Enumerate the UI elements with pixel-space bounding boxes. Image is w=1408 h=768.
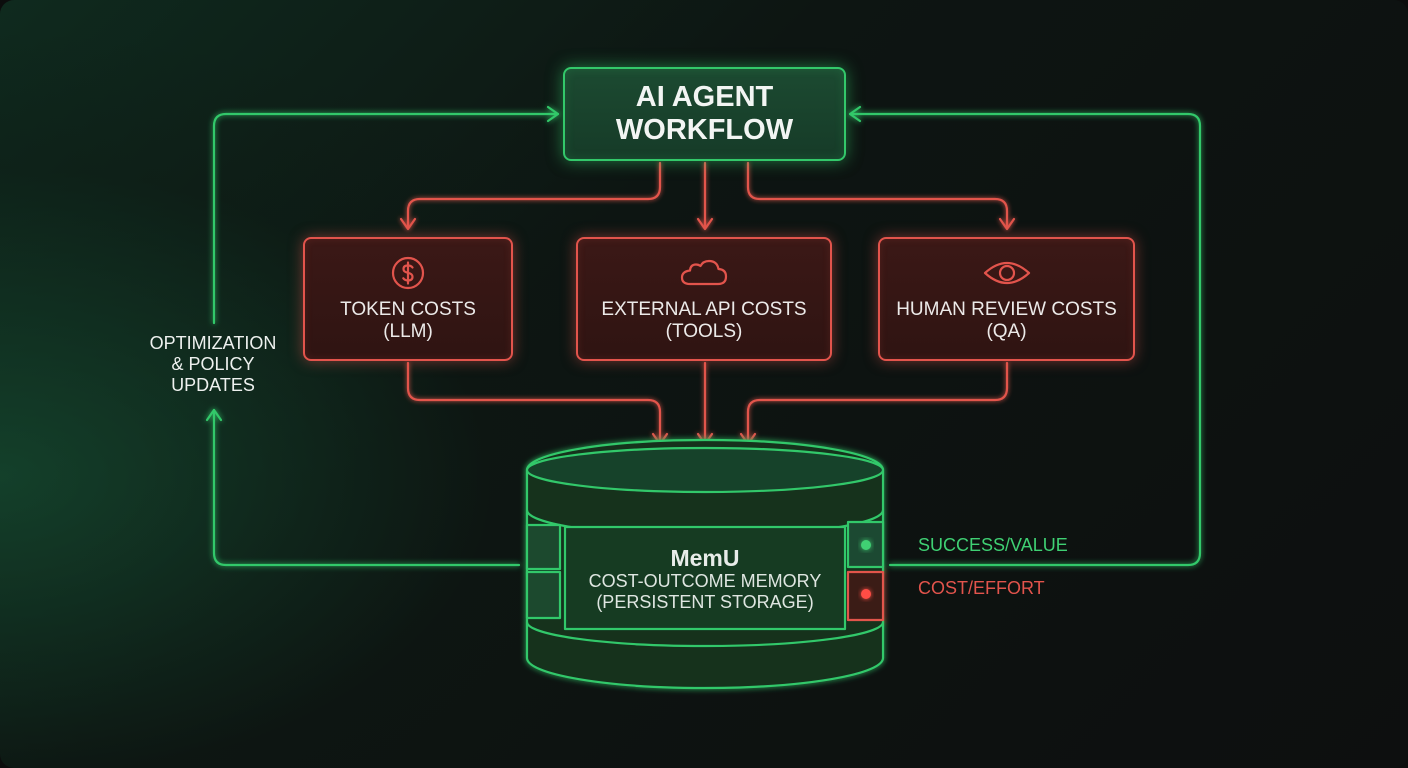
agent-title-line1: AI AGENT (635, 81, 774, 113)
memory-label: MemU COST-OUTCOME MEMORY (PERSISTENT STO… (566, 545, 844, 613)
arrow-token-to-memory (406, 361, 662, 445)
legend-success-value: SUCCESS/VALUE (918, 535, 1068, 555)
token-costs-node[interactable]: TOKEN COSTS (LLM) (303, 237, 513, 361)
arrow-agent-to-token (406, 161, 662, 230)
cost-indicator-dot (861, 589, 871, 599)
loop-left-upper (212, 112, 560, 325)
external-api-costs-node[interactable]: EXTERNAL API COSTS (TOOLS) (576, 237, 832, 361)
api-costs-sublabel: (TOOLS) (665, 321, 743, 342)
human-costs-label: HUMAN REVIEW COSTS (896, 299, 1117, 320)
arrow-agent-to-human (746, 161, 1009, 230)
memory-subtitle-line1: COST-OUTCOME MEMORY (588, 571, 822, 591)
token-costs-sublabel: (LLM) (383, 321, 433, 342)
legend-cost-effort: COST/EFFORT (918, 578, 1045, 598)
feedback-line2: & POLICY (171, 354, 255, 374)
human-review-costs-node[interactable]: HUMAN REVIEW COSTS (QA) (878, 237, 1135, 361)
api-costs-label: EXTERNAL API COSTS (601, 299, 807, 320)
cloud-icon (678, 255, 730, 291)
memory-subtitle-line2: (PERSISTENT STORAGE) (596, 592, 814, 612)
success-indicator-dot (861, 540, 871, 550)
loop-left-lower (212, 408, 521, 567)
dollar-icon (390, 255, 426, 291)
memory-database (525, 438, 885, 690)
eye-icon (982, 255, 1032, 291)
arrow-human-to-memory (746, 361, 1009, 445)
feedback-line3: UPDATES (171, 375, 255, 395)
human-costs-sublabel: (QA) (986, 321, 1027, 342)
agent-title-line2: WORKFLOW (615, 114, 794, 146)
loop-right (848, 112, 1202, 567)
ai-agent-workflow-node[interactable]: AI AGENT WORKFLOW (563, 67, 846, 161)
memory-title: MemU (670, 545, 740, 571)
feedback-line1: OPTIMIZATION (149, 333, 277, 353)
token-costs-label: TOKEN COSTS (340, 299, 476, 320)
feedback-loop-label: OPTIMIZATION & POLICY UPDATES (133, 333, 293, 396)
